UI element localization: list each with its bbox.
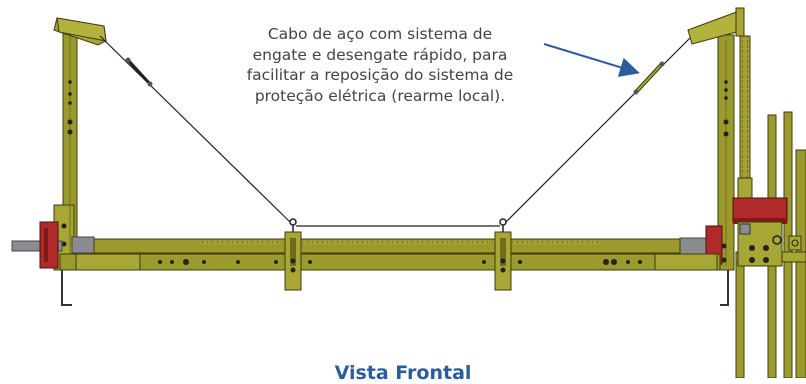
callout-line-4: proteção elétrica (rearme local). bbox=[254, 86, 506, 105]
callout-arrow bbox=[543, 43, 640, 77]
callout-line-2: engate e desengate rápido, para bbox=[252, 45, 508, 64]
left-quick-release-coupler bbox=[125, 57, 153, 87]
right-quick-release-coupler bbox=[633, 61, 665, 95]
view-caption: Vista Frontal bbox=[334, 362, 472, 384]
right-motor-box bbox=[732, 197, 802, 267]
callout-line-3: facilitar a reposição do sistema de bbox=[246, 66, 514, 84]
right-slider-clamp bbox=[494, 218, 512, 291]
actuator-rod bbox=[737, 35, 753, 199]
left-slider-clamp bbox=[284, 218, 302, 291]
main-shaft bbox=[11, 221, 723, 271]
right-pulley-head bbox=[687, 7, 745, 45]
left-pulley-head bbox=[53, 17, 107, 46]
callout-text: Cabo de aço com sistema de engate e dese… bbox=[210, 24, 550, 106]
callout-line-1: Cabo de aço com sistema de bbox=[267, 25, 493, 43]
